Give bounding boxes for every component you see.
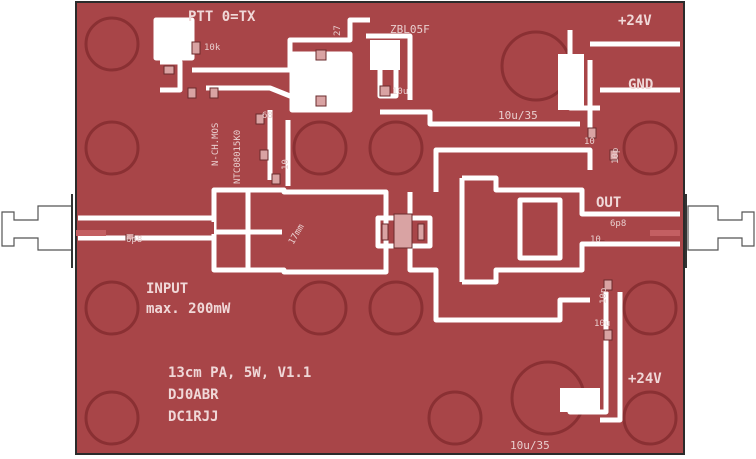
- rf-input-stripline: [80, 222, 214, 234]
- pad: [381, 223, 389, 241]
- c-10-mid-label: 10: [281, 159, 291, 170]
- fuse-label: ZBL05F: [390, 23, 430, 36]
- pad: [609, 149, 619, 161]
- pad: [587, 127, 597, 139]
- mount-hole: [84, 390, 140, 446]
- mount-hole: [84, 16, 140, 72]
- r-10k-label: 10k: [204, 43, 221, 53]
- sma-connector-output: [685, 194, 755, 268]
- author1-label: DJ0ABR: [168, 387, 219, 403]
- pad: [163, 65, 175, 75]
- supply-bottom-label: +24V: [628, 371, 662, 387]
- mount-hole: [622, 280, 678, 336]
- c-10p-top-label: 10p: [611, 147, 621, 164]
- output-pin: [650, 230, 680, 236]
- c-6p8-in-label: 6p8: [126, 235, 143, 245]
- pad: [315, 49, 327, 61]
- pad: [393, 213, 413, 249]
- pa-chip-label: NTC08015K0: [233, 129, 243, 184]
- fuse-area: [370, 40, 400, 70]
- gnd-label: GND: [628, 77, 654, 93]
- input-max-label: max. 200mW: [146, 301, 231, 317]
- pad: [209, 87, 219, 99]
- author2-label: DC1RJJ: [168, 409, 219, 425]
- mount-hole: [292, 120, 348, 176]
- supply-pad: [558, 54, 584, 110]
- mount-hole: [292, 280, 348, 336]
- mount-hole: [368, 120, 424, 176]
- c-10-out-label: 10: [590, 235, 601, 245]
- bottom-supply-pad: [560, 388, 600, 412]
- gate-pad: [158, 22, 190, 56]
- mount-hole: [84, 120, 140, 176]
- pad: [603, 279, 613, 291]
- c-10u-bottom-label: 10u: [594, 319, 611, 329]
- pad: [603, 329, 613, 341]
- r-27-label: 27: [333, 25, 343, 36]
- isolation-gaps: [78, 17, 680, 423]
- mount-hole: [368, 280, 424, 336]
- out-label: OUT: [596, 195, 622, 211]
- r-68-label: 68: [262, 111, 273, 121]
- transistor-label: N-CH.MOS: [211, 122, 221, 166]
- elko-bottom-label: 10u/35: [510, 439, 550, 452]
- c-10-top-label: 10: [584, 137, 595, 147]
- mount-hole: [84, 280, 140, 336]
- title-label: 13cm PA, 5W, V1.1: [168, 365, 312, 381]
- elko-top-label: 10u/35: [498, 109, 538, 122]
- pad: [315, 95, 327, 107]
- pad: [187, 87, 197, 99]
- c-6p8-out-label: 6p8: [610, 219, 627, 229]
- mount-hole: [622, 120, 678, 176]
- pad: [417, 223, 425, 241]
- pad: [379, 85, 391, 97]
- pad: [259, 149, 269, 161]
- pad: [271, 173, 281, 185]
- input-pin: [76, 230, 106, 236]
- ptt-label: PTT 0=TX: [188, 9, 256, 25]
- mount-hole: [622, 390, 678, 446]
- c-10p-bottom-label: 10p: [599, 287, 609, 304]
- supply-top-label: +24V: [618, 13, 652, 29]
- mounting-holes: [84, 16, 678, 446]
- pad: [191, 41, 201, 55]
- sma-connector-input: [1, 194, 73, 268]
- pad: [255, 113, 265, 125]
- input-label: INPUT: [146, 281, 189, 297]
- c-10u-label: 10u: [392, 87, 409, 97]
- mount-hole: [427, 390, 483, 446]
